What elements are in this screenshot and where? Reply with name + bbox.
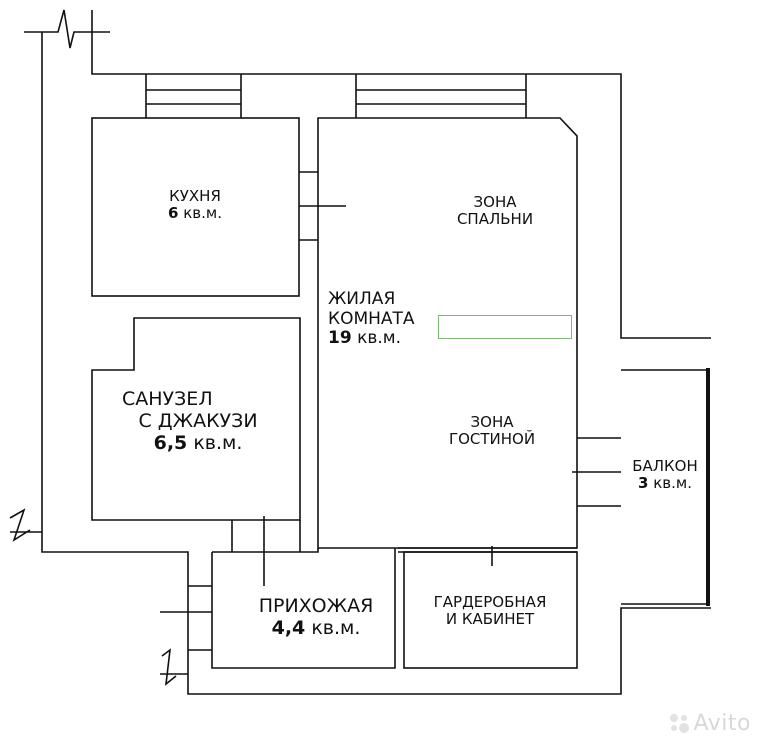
sleep-zone-line1: ЗОНА: [473, 193, 517, 211]
wardrobe-label: ГАРДЕРОБНАЯ И КАБИНЕТ: [412, 593, 568, 629]
bathroom-line2: С ДЖАКУЗИ: [138, 409, 258, 432]
hallway-area: 4,4 кв.м.: [246, 616, 386, 640]
living-room: [317, 117, 578, 549]
living-zone-line1: ЗОНА: [470, 413, 514, 431]
kitchen-area-num: 6: [168, 204, 179, 223]
living-name-line2: КОМНАТА: [328, 308, 415, 329]
highlight-box: [438, 315, 572, 339]
living-area-num: 19: [328, 328, 352, 349]
hallway-area-num: 4,4: [271, 616, 306, 639]
balcony-area: 3 кв.м.: [624, 475, 706, 492]
bathroom-door: [231, 516, 301, 586]
balcony-door: [572, 437, 621, 507]
living-zone-line2: ГОСТИНОЙ: [448, 430, 536, 449]
hallway-name: ПРИХОЖАЯ: [258, 595, 374, 617]
kitchen-window: [145, 74, 242, 118]
hallway-room: [211, 548, 396, 669]
bathroom-line1: САНУЗЕЛ: [122, 388, 213, 410]
hallway-label: ПРИХОЖАЯ 4,4 кв.м.: [246, 595, 386, 640]
sleep-zone-label: ЗОНА СПАЛЬНИ: [440, 193, 550, 229]
hallway-entry: [160, 585, 212, 651]
outer-wall-left: [41, 32, 711, 695]
hallway-area-unit: кв.м.: [311, 616, 361, 639]
avito-watermark: Avito: [668, 711, 751, 736]
bathroom-area: 6,5 кв.м.: [108, 431, 288, 455]
wardrobe-door: [398, 546, 577, 566]
living-zone-label: ЗОНА ГОСТИНОЙ: [430, 413, 554, 449]
living-area-unit: кв.м.: [357, 328, 401, 349]
kitchen-room: [91, 117, 300, 297]
break-mark-top: [24, 9, 110, 49]
kitchen-area: 6 кв.м.: [150, 205, 240, 222]
kitchen-label: КУХНЯ 6 кв.м.: [150, 187, 240, 223]
bathroom-area-unit: кв.м.: [193, 431, 243, 454]
break-mark-left: [9, 508, 42, 542]
living-window: [355, 74, 527, 118]
bathroom-area-num: 6,5: [153, 431, 188, 454]
outer-wall-top: [91, 10, 711, 339]
avito-logo-icon: [669, 714, 689, 733]
kitchen-area-unit: кв.м.: [183, 204, 222, 223]
bathroom-room: [91, 317, 301, 521]
living-label: ЖИЛАЯ КОМНАТА 19 кв.м.: [328, 289, 415, 349]
wardrobe-line1: ГАРДЕРОБНАЯ: [433, 593, 547, 611]
bathroom-label: САНУЗЕЛ С ДЖАКУЗИ 6,5 кв.м.: [108, 388, 288, 455]
kitchen-name: КУХНЯ: [169, 187, 221, 205]
living-name-line1: ЖИЛАЯ: [328, 289, 396, 309]
living-area: 19 кв.м.: [328, 328, 415, 349]
wardrobe-line2: И КАБИНЕТ: [445, 610, 535, 629]
balcony-area-unit: кв.м.: [653, 474, 692, 493]
sleep-zone-line2: СПАЛЬНИ: [456, 210, 534, 229]
balcony-name: БАЛКОН: [632, 457, 698, 475]
balcony-area-num: 3: [638, 474, 649, 493]
balcony-label: БАЛКОН 3 кв.м.: [624, 457, 706, 493]
kitchen-door: [299, 171, 346, 241]
watermark-brand: Avito: [693, 711, 751, 736]
break-mark-bottom: [160, 648, 188, 686]
